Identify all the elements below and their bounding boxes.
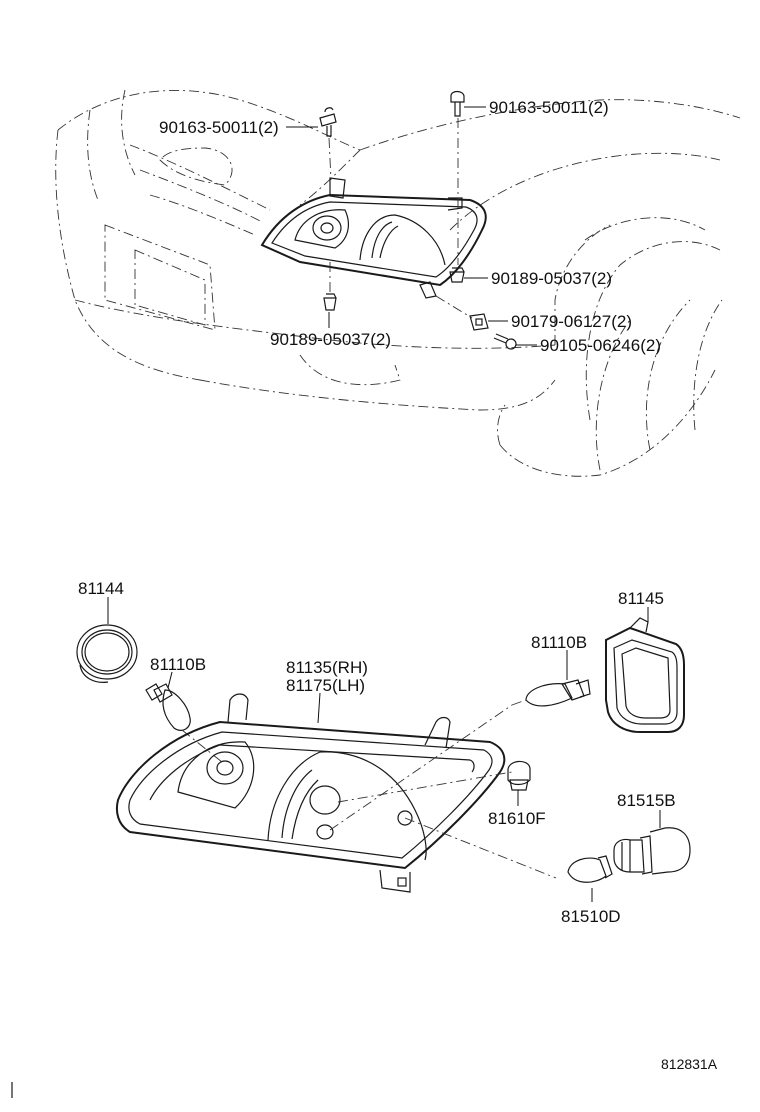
top-bolt-left	[319, 107, 337, 181]
ring-81144	[76, 624, 138, 683]
socket-81515B	[613, 827, 691, 875]
callout-ring: 81144	[78, 579, 124, 598]
callout-top-bolt-left: 90163-50011(2)	[159, 118, 279, 137]
bulb-right-81110B	[511, 679, 591, 707]
callout-headlamp-rh: 81135(RH)	[286, 658, 368, 677]
screw	[493, 333, 517, 350]
callout-bulb-right: 81110B	[531, 633, 587, 652]
callout-bulb-side: 81610F	[488, 809, 546, 828]
clip-lower	[323, 262, 337, 311]
callout-headlamp-lh: 81175(LH)	[286, 676, 365, 695]
bulb-side-81610F	[507, 760, 531, 791]
callout-clip-right: 90189-05037(2)	[491, 269, 612, 288]
callout-bulb-bottom: 81510D	[561, 907, 621, 926]
figure-reference: 812831A	[661, 1056, 718, 1072]
callout-cover: 81145	[618, 589, 664, 608]
callout-bulb-left: 81110B	[150, 655, 206, 674]
installed-headlamp	[260, 177, 487, 299]
cover-81145	[605, 617, 685, 733]
bulb-left-81110B	[145, 683, 223, 763]
bulb-bottom-81510D	[567, 855, 613, 883]
headlamp-assembly	[115, 693, 557, 893]
callout-socket: 81515B	[617, 791, 676, 810]
callout-nut: 90179-06127(2)	[511, 312, 632, 331]
vehicle-body-outline	[55, 89, 741, 477]
callout-clip-lower: 90189-05037(2)	[270, 330, 391, 349]
callout-top-bolt-right: 90163-50011(2)	[489, 98, 609, 117]
top-bolt-right	[450, 90, 465, 265]
nut	[435, 295, 489, 331]
callout-screw: 90105-06246(2)	[540, 336, 661, 355]
clip-right	[449, 267, 465, 283]
